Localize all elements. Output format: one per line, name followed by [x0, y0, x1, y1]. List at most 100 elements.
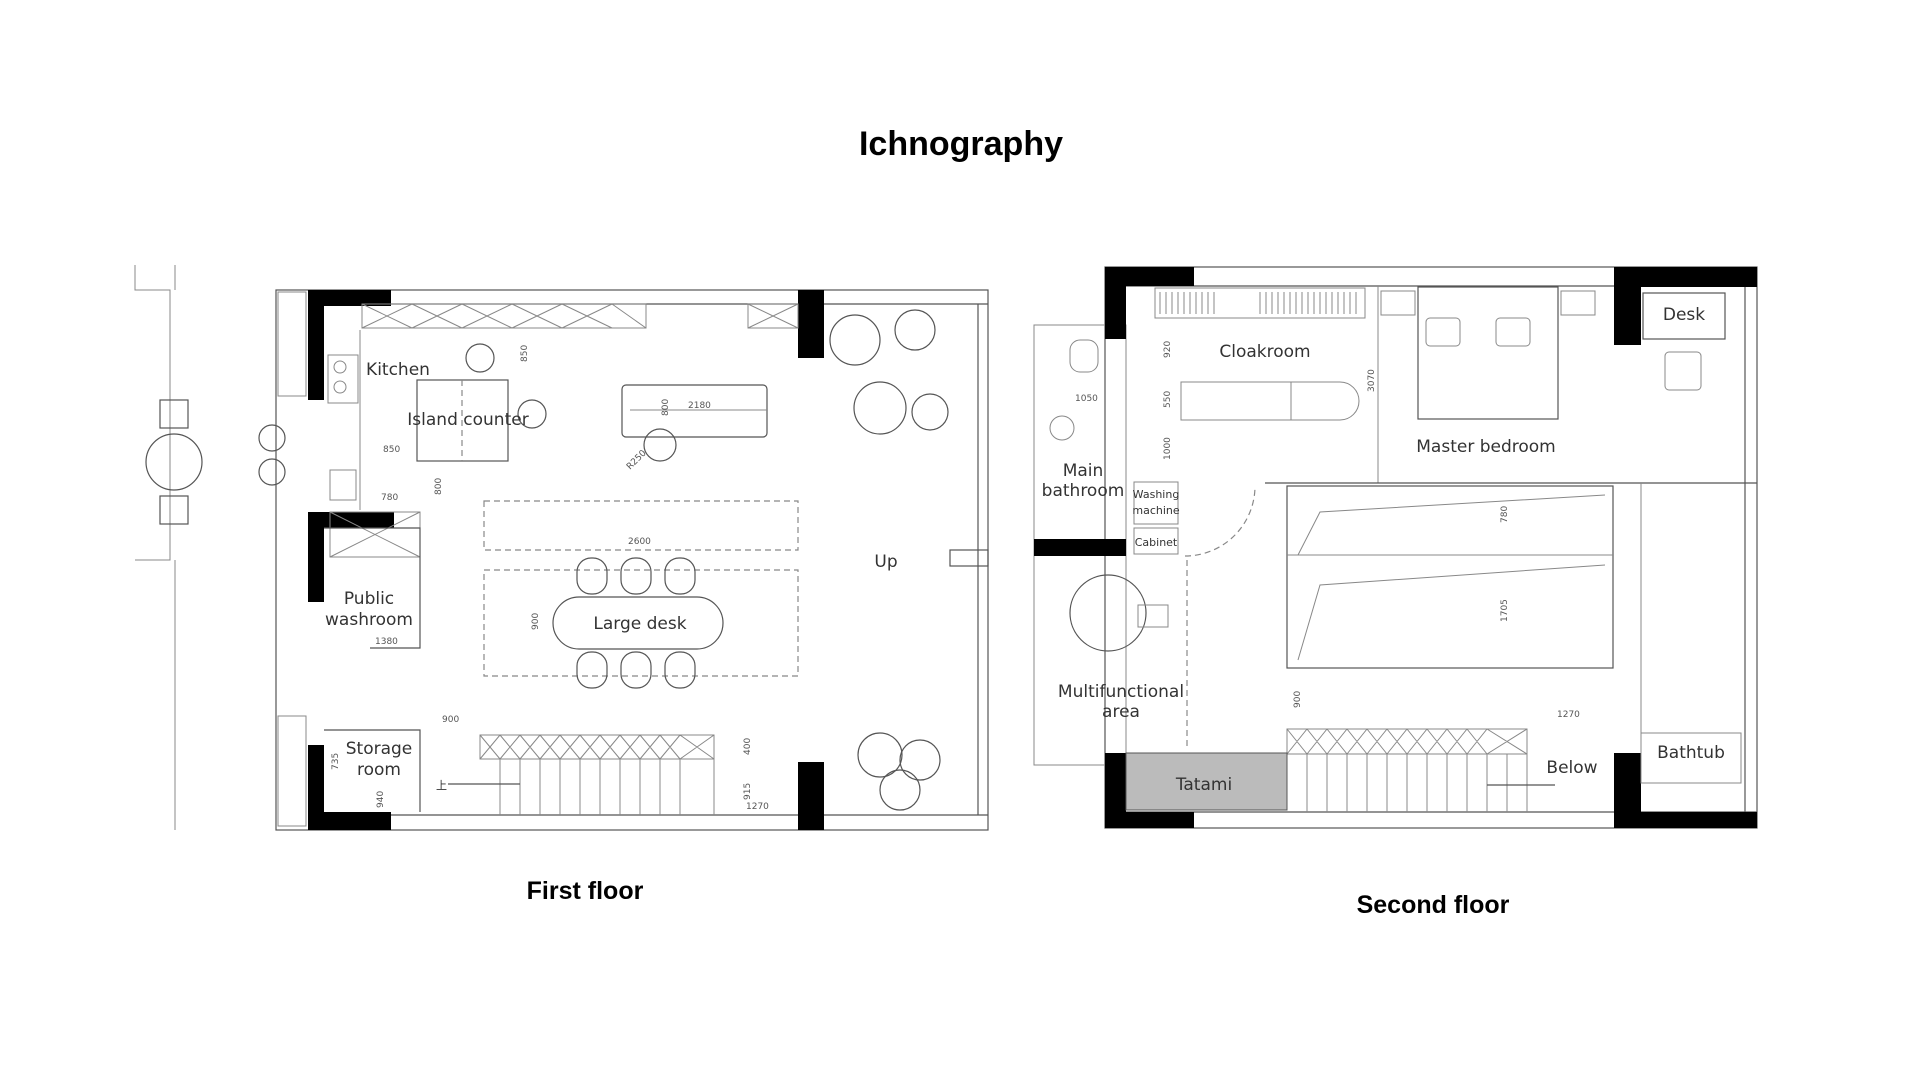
built-in-platform [1286, 485, 1614, 669]
dimension-label: 850 [383, 445, 400, 455]
dimension-label: 550 [1163, 391, 1173, 408]
dimension-label: 900 [531, 613, 541, 630]
pillow [1495, 317, 1531, 347]
dimension-label: 920 [1163, 341, 1173, 358]
wall [1105, 267, 1126, 339]
tree-icon [899, 739, 941, 781]
room-label-bathtub: Bathtub [1657, 743, 1725, 763]
second-floor-label: Second floor [1357, 891, 1510, 919]
large-desk [552, 596, 724, 650]
tree-icon [857, 732, 903, 778]
wardrobe [1154, 287, 1366, 319]
dimension-label: 2600 [628, 537, 651, 547]
wall [1105, 267, 1194, 286]
room-label-desk: Desk [1663, 305, 1705, 325]
wall [308, 512, 324, 602]
wall [308, 745, 324, 830]
dimension-label: 1000 [1163, 437, 1173, 460]
label-washing-machine: Washing [1133, 488, 1180, 501]
burner-icon [333, 380, 347, 394]
wall [308, 812, 391, 830]
platform-outline [1297, 494, 1606, 661]
sofa [621, 384, 768, 438]
wall [324, 512, 394, 528]
room-label-main-bathroom: Main [1063, 461, 1104, 481]
dimension-label: 1050 [1075, 394, 1098, 404]
stool [258, 424, 286, 452]
stairs [1286, 728, 1555, 812]
side-table [643, 428, 677, 462]
sink [329, 469, 357, 501]
dimension-label: 940 [376, 791, 386, 808]
wall [1105, 812, 1194, 828]
washbasin [1049, 415, 1075, 441]
second-floor-plan: Cloakroom Master bedroom Desk Main bathr… [1033, 266, 1758, 919]
room-label-main-bathroom: bathroom [1042, 481, 1125, 501]
outdoor-table [145, 433, 203, 491]
dimension-label: 400 [743, 738, 753, 755]
first-floor-label: First floor [527, 877, 644, 905]
label-washing-machine: machine [1132, 504, 1180, 517]
dimension-label: 800 [661, 399, 671, 416]
room-label-public-washroom: Public [344, 589, 394, 609]
room-label-up: Up [874, 552, 897, 572]
wardrobe [1180, 381, 1292, 421]
column [798, 762, 824, 830]
dimension-label: 1270 [1557, 710, 1580, 720]
label-cabinet: Cabinet [1135, 536, 1178, 549]
stove [327, 354, 359, 404]
room-label-cloakroom: Cloakroom [1219, 342, 1310, 362]
nightstand [1380, 290, 1416, 316]
wall [1614, 812, 1757, 828]
desk-chair [1664, 351, 1702, 391]
dimension-label: 1380 [375, 637, 398, 647]
lounge-chair [853, 381, 907, 435]
dimension-label: 2180 [688, 401, 711, 411]
outdoor-chair [159, 495, 189, 525]
round-rug [1069, 574, 1147, 652]
dining-zone [483, 500, 799, 551]
stairs [448, 734, 715, 815]
dining-chairs [576, 557, 696, 689]
planter [277, 291, 307, 397]
dimension-label: 3070 [1367, 369, 1377, 392]
room-label-multifunctional-area: area [1102, 702, 1140, 722]
bar-stool [465, 343, 495, 373]
tatami-platform [1125, 752, 1288, 811]
page-title: Ichnography [859, 125, 1063, 163]
tree-icon [879, 769, 921, 811]
desk [1642, 292, 1726, 340]
stair-up-mark: 上 [436, 779, 447, 792]
dimension-label: 1270 [746, 802, 769, 812]
door-swing [1184, 485, 1256, 557]
first-floor-plan: Kitchen Island counter Large desk Up Pub… [134, 265, 989, 905]
top-cabinets [361, 303, 799, 329]
side-table [911, 393, 949, 431]
bathtub [1640, 732, 1742, 784]
dimension-label: 800 [434, 478, 444, 495]
outdoor-chair [159, 399, 189, 429]
exterior-outline [134, 265, 171, 561]
burner-icon [333, 360, 347, 374]
stool [258, 458, 286, 486]
dimension-label: 735 [331, 753, 341, 770]
dimension-label: 900 [442, 715, 459, 725]
window-frame [949, 549, 989, 567]
wall [308, 290, 391, 306]
storage-wall [324, 729, 421, 812]
pillow [1425, 317, 1461, 347]
cabinet [1133, 527, 1179, 555]
room-label-storage-room: Storage [346, 739, 413, 759]
side-table [1137, 604, 1169, 628]
column [798, 290, 824, 358]
dimension-label: 780 [381, 493, 398, 503]
washing-machine [1133, 481, 1179, 525]
room-label-multifunctional-area: Multifunctional [1058, 682, 1184, 702]
plant-icon [829, 314, 881, 366]
dimension-label: 780 [1500, 506, 1510, 523]
room-label-island-counter: Island counter [407, 410, 528, 430]
plant-icon [894, 309, 936, 351]
room-label-kitchen: Kitchen [366, 360, 430, 380]
dimension-label: 850 [520, 345, 530, 362]
